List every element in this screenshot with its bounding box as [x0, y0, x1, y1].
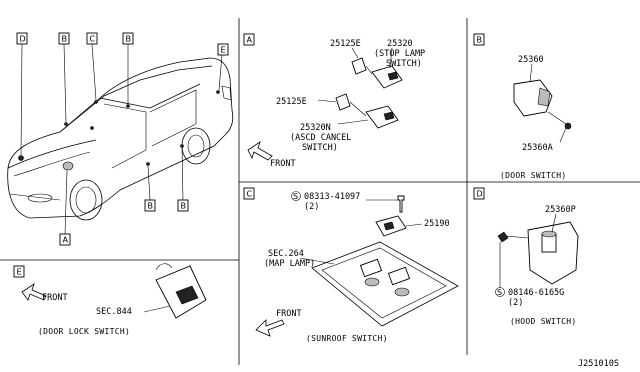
sunroof-switch-caption: (SUNROOF SWITCH) [306, 334, 388, 343]
panel-c: C S 08313-41097 (2) 25190 SEC.264 (MAP L… [243, 187, 459, 343]
bolt-qty-d: (2) [508, 298, 523, 308]
callout-E: E [217, 43, 229, 56]
svg-text:A: A [63, 236, 69, 245]
panel-borders [0, 18, 640, 365]
front-arrow-c [255, 319, 285, 337]
callout-B-3: B [144, 199, 156, 212]
stop-lamp-switch [351, 47, 403, 89]
door-switch [513, 63, 572, 143]
bolt-part-d: 08146-6165G [508, 288, 564, 298]
svg-text:D: D [20, 35, 26, 44]
screw-qty-c: (2) [304, 202, 319, 212]
door-lock-switch [143, 263, 207, 319]
front-label-c: FRONT [276, 309, 302, 319]
panel-e-letter: E [17, 268, 22, 277]
front-arrow-e [21, 283, 47, 301]
door-lock-switch-caption: (DOOR LOCK SWITCH) [38, 327, 130, 336]
stop-lamp-label-1: (STOP LAMP [374, 49, 425, 59]
ascd-label-2: SWITCH) [302, 143, 338, 153]
door-switch-caption: (DOOR SWITCH) [500, 171, 567, 180]
panel-e: E SEC.844 FRONT (DOOR LOCK SWITCH) [13, 263, 207, 336]
part-25360P: 25360P [545, 205, 576, 215]
stop-lamp-label-2: SWITCH) [386, 59, 422, 69]
svg-text:B: B [126, 35, 132, 44]
front-arrow-a [247, 141, 273, 161]
sunroof-switch [366, 195, 423, 237]
sec-844: SEC.844 [96, 307, 132, 317]
part-25190: 25190 [424, 219, 450, 229]
diagram-code: J251010S [578, 359, 619, 369]
ascd-label-1: (ASCD CANCEL [290, 133, 351, 143]
sec-264: SEC.264 [268, 249, 304, 259]
ascd-cancel-switch [317, 93, 399, 129]
front-label-e: FRONT [42, 293, 68, 303]
panel-d: D 25360P S 08146-6165G (2) (HOOD SWITCH) [473, 187, 579, 326]
svg-text:E: E [221, 46, 226, 55]
car-leaders [20, 43, 223, 235]
callout-D: D [16, 32, 28, 45]
hood-switch-caption: (HOOD SWITCH) [510, 317, 577, 326]
callout-B-2: B [122, 32, 134, 45]
part-25320N: 25320N [300, 123, 331, 133]
callout-C: C [86, 32, 98, 45]
front-label-a: FRONT [270, 159, 296, 169]
panel-a: A 25125E 25320 (STOP LAMP SWITCH) 25125E… [243, 33, 425, 169]
bolt-prefix-d: S [497, 288, 502, 297]
callout-A: A [59, 233, 71, 246]
panel-d-letter: D [477, 190, 483, 199]
part-25360A: 25360A [522, 143, 553, 153]
screw-part-c: 08313-41097 [304, 192, 360, 202]
hood-switch [497, 213, 579, 288]
part-25125E-top: 25125E [330, 39, 361, 49]
panel-b: B 25360 25360A (DOOR SWITCH) [473, 33, 572, 180]
svg-text:B: B [148, 202, 154, 211]
svg-text:B: B [181, 202, 187, 211]
panel-a-letter: A [247, 36, 253, 45]
map-lamp-label: (MAP LAMP) [264, 259, 315, 269]
part-25320: 25320 [387, 39, 413, 49]
callout-B-4: B [177, 199, 189, 212]
svg-text:B: B [62, 35, 68, 44]
map-lamp-assembly [299, 241, 459, 327]
car-overview: D B C B E A B B [7, 32, 234, 246]
part-25360: 25360 [518, 55, 544, 65]
part-25125E-left: 25125E [276, 97, 307, 107]
car-illustration [7, 57, 234, 221]
panel-b-letter: B [477, 36, 483, 45]
panel-c-letter: C [247, 190, 253, 199]
callout-B-1: B [58, 32, 70, 45]
screw-prefix-c: S [293, 192, 298, 201]
svg-text:C: C [90, 35, 96, 44]
